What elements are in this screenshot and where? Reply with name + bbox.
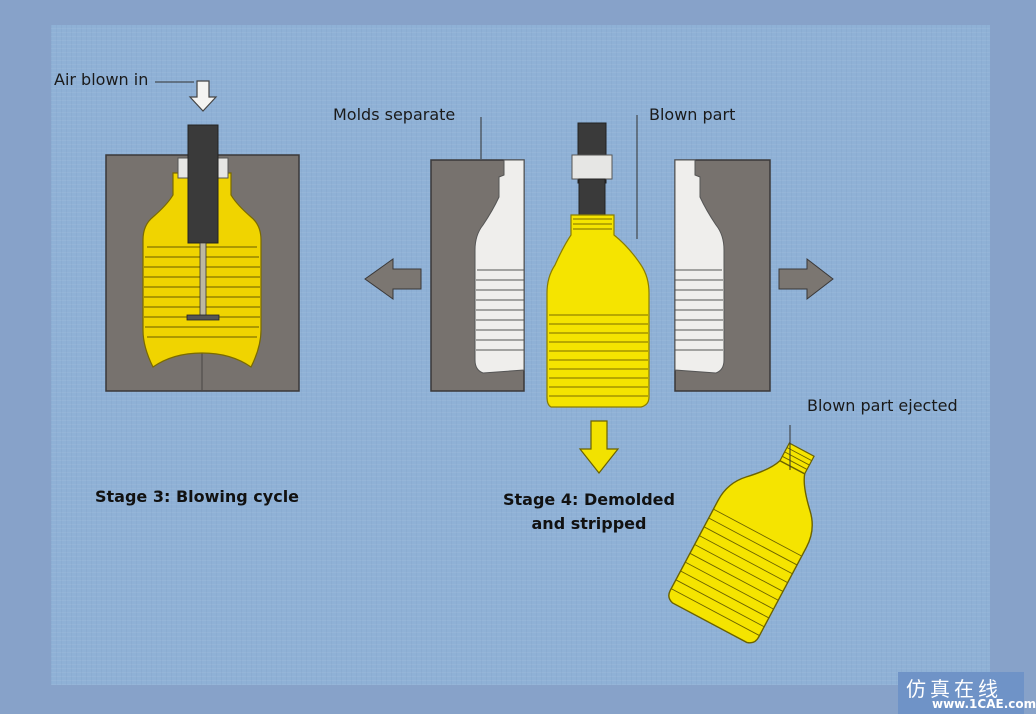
label-air-blown-in: Air blown in bbox=[54, 70, 149, 89]
demolded-bottle bbox=[546, 122, 650, 408]
blow-molding-diagram bbox=[105, 80, 834, 644]
left-arrow-icon bbox=[364, 258, 422, 300]
watermark-site: www.1CAE.com bbox=[932, 697, 1036, 711]
stage3-caption: Stage 3: Blowing cycle bbox=[95, 485, 299, 509]
label-blown-part: Blown part bbox=[649, 105, 736, 124]
watermark-chinese: 仿真在线 bbox=[906, 677, 1002, 701]
stage3-blow-pin bbox=[177, 124, 229, 321]
stage4-caption-line1: Stage 4: Demolded bbox=[503, 490, 675, 509]
stage4-caption: Stage 4: Demolded and stripped bbox=[503, 488, 675, 536]
label-molds-separate: Molds separate bbox=[333, 105, 456, 124]
leader-lines bbox=[480, 115, 791, 470]
eject-arrow-icon bbox=[578, 420, 620, 474]
right-arrow-icon bbox=[778, 257, 834, 301]
stage4-caption-line2: and stripped bbox=[531, 514, 647, 533]
left-mold-half bbox=[430, 159, 525, 392]
label-blown-part-ejected: Blown part ejected bbox=[807, 396, 958, 415]
ejected-bottle bbox=[668, 442, 815, 644]
stage3-caption-text: Stage 3: Blowing cycle bbox=[95, 487, 300, 506]
right-mold-half bbox=[674, 159, 771, 392]
air-arrow-icon bbox=[155, 80, 218, 112]
watermark-logo: 仿真在线 www.1CAE.com bbox=[898, 672, 1036, 714]
diagram-panel: Air blown in Molds separate Blown part B… bbox=[51, 25, 990, 685]
